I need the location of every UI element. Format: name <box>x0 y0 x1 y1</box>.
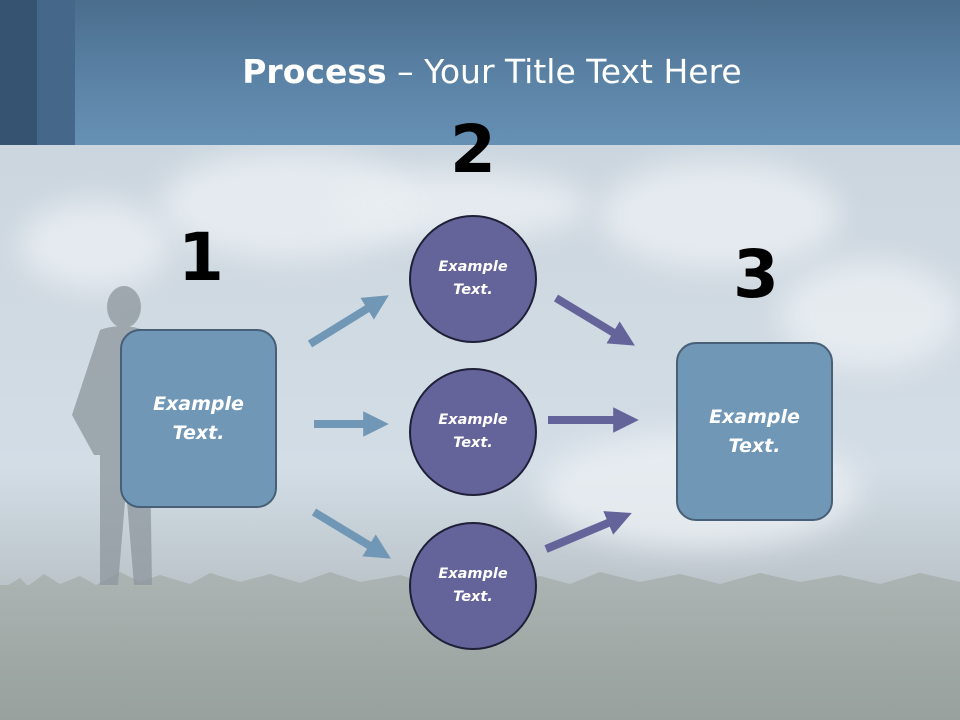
cloud <box>600 160 840 270</box>
cloud <box>20 200 170 290</box>
title-bold-part: Process <box>242 52 387 91</box>
step2-circle-bottom: Example Text. <box>409 522 537 650</box>
circle-top-line1: Example <box>438 259 508 275</box>
arrow-box1-to-circle-bottom <box>311 508 391 559</box>
title-rest-part: – Your Title Text Here <box>386 52 742 91</box>
step1-box-line1: Example <box>153 392 244 415</box>
circle-top-text: Example Text. <box>438 256 507 302</box>
step-number-2: 2 <box>450 111 496 188</box>
step3-box-line1: Example <box>709 405 800 428</box>
step1-box: Example Text. <box>120 329 277 508</box>
step1-box-text: Example Text. <box>153 390 244 448</box>
circle-bottom-text: Example Text. <box>438 563 507 609</box>
circle-middle-text: Example Text. <box>438 409 507 455</box>
step-number-1: 1 <box>178 219 224 296</box>
step2-circle-middle: Example Text. <box>409 368 537 496</box>
step2-circle-top: Example Text. <box>409 215 537 343</box>
arrow-circle-top-to-box3 <box>553 294 635 346</box>
step1-box-line2: Text. <box>172 421 225 444</box>
circle-middle-line2: Text. <box>453 435 493 451</box>
step3-box-text: Example Text. <box>709 403 800 461</box>
header-stripe <box>37 0 75 145</box>
arrow-circle-bottom-to-box3 <box>544 511 632 553</box>
circle-bottom-line1: Example <box>438 566 508 582</box>
slide-title: Process – Your Title Text Here <box>0 52 960 91</box>
circle-top-line2: Text. <box>453 282 493 298</box>
step3-box: Example Text. <box>676 342 833 521</box>
arrow-box1-to-circle-top <box>307 295 389 348</box>
header-stripe <box>0 0 37 145</box>
step3-box-line2: Text. <box>728 434 781 457</box>
circle-middle-line1: Example <box>438 412 508 428</box>
title-band: Process – Your Title Text Here <box>0 0 960 145</box>
step-number-3: 3 <box>733 236 779 313</box>
circle-bottom-line2: Text. <box>453 589 493 605</box>
